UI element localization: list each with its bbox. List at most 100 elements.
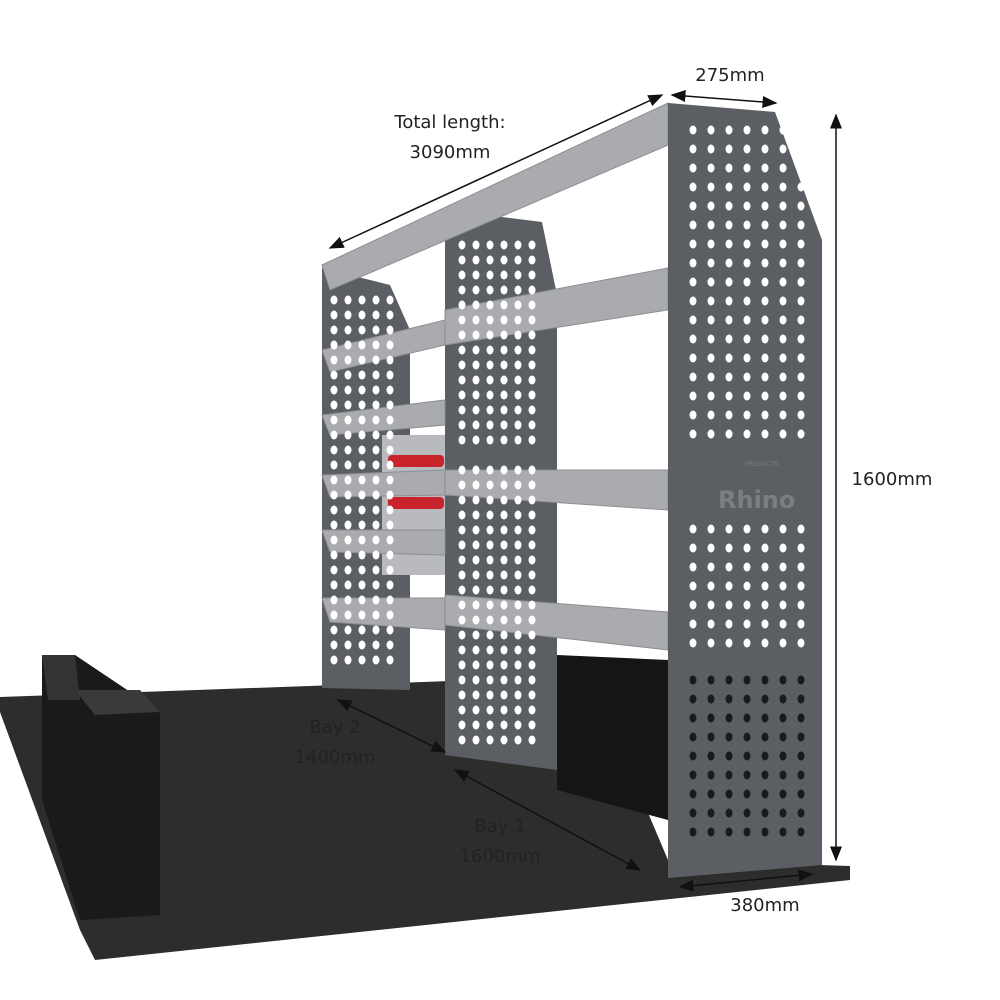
panel-hole	[472, 705, 480, 715]
panel-hole	[779, 353, 787, 363]
panel-hole	[528, 645, 536, 655]
panel-hole	[330, 430, 338, 440]
panel-hole	[797, 789, 805, 799]
panel-hole	[797, 239, 805, 249]
panel-hole	[689, 410, 697, 420]
panel-hole	[500, 585, 508, 595]
panel-hole	[707, 581, 715, 591]
panel-hole	[779, 694, 787, 704]
panel-hole	[458, 720, 466, 730]
panel-hole	[500, 675, 508, 685]
panel-hole	[458, 510, 466, 520]
panel-hole	[330, 460, 338, 470]
panel-hole	[707, 619, 715, 629]
panel-hole	[458, 705, 466, 715]
panel-hole	[500, 720, 508, 730]
panel-hole	[372, 430, 380, 440]
panel-hole	[486, 315, 494, 325]
panel-hole	[358, 610, 366, 620]
panel-hole	[386, 310, 394, 320]
panel-hole	[486, 645, 494, 655]
panel-hole	[458, 300, 466, 310]
panel-hole	[372, 415, 380, 425]
panel-hole	[761, 732, 769, 742]
panel-hole	[472, 375, 480, 385]
panel-hole	[458, 480, 466, 490]
panel-hole	[458, 660, 466, 670]
panel-hole	[528, 465, 536, 475]
panel-hole	[372, 505, 380, 515]
panel-hole	[458, 330, 466, 340]
panel-hole	[707, 144, 715, 154]
panel-hole	[797, 808, 805, 818]
panel-hole	[743, 334, 751, 344]
panel-hole	[500, 420, 508, 430]
panel-hole	[528, 405, 536, 415]
panel-hole	[707, 713, 715, 723]
panel-hole	[725, 220, 733, 230]
panel-hole	[358, 505, 366, 515]
panel-hole	[472, 675, 480, 685]
panel-hole	[707, 694, 715, 704]
panel-hole	[689, 675, 697, 685]
bay2-arrow	[336, 699, 447, 753]
panel-hole	[743, 675, 751, 685]
panel-hole	[725, 258, 733, 268]
panel-hole	[725, 675, 733, 685]
panel-hole	[386, 385, 394, 395]
panel-hole	[725, 353, 733, 363]
panel-hole	[725, 808, 733, 818]
panel-hole	[797, 694, 805, 704]
panel-hole	[486, 570, 494, 580]
panel-hole	[689, 353, 697, 363]
drawer-handle[interactable]	[388, 455, 444, 467]
panel-hole	[707, 296, 715, 306]
total-length-arrow	[328, 94, 664, 249]
panel-hole	[330, 490, 338, 500]
panel-hole	[330, 445, 338, 455]
panel-hole	[472, 465, 480, 475]
panel-hole	[725, 524, 733, 534]
panel-hole	[779, 524, 787, 534]
panel-hole	[797, 391, 805, 401]
panel-hole	[707, 372, 715, 382]
panel-hole	[779, 163, 787, 173]
panel-hole	[330, 535, 338, 545]
panel-hole	[514, 690, 522, 700]
panel-hole	[725, 789, 733, 799]
panel-hole	[707, 220, 715, 230]
drawer-handle[interactable]	[388, 497, 444, 509]
panel-hole	[386, 640, 394, 650]
panel-hole	[743, 543, 751, 553]
panel-hole	[528, 300, 536, 310]
panel-hole	[372, 445, 380, 455]
panel-hole	[689, 391, 697, 401]
panel-hole	[514, 285, 522, 295]
total-length-label: Total length:	[394, 112, 506, 133]
panel-hole	[743, 144, 751, 154]
panel-hole	[500, 390, 508, 400]
panel-hole	[372, 325, 380, 335]
panel-hole	[743, 638, 751, 648]
panel-hole	[472, 300, 480, 310]
panel-hole	[743, 619, 751, 629]
panel-hole	[743, 239, 751, 249]
panel-hole	[500, 435, 508, 445]
panel-hole	[358, 550, 366, 560]
panel-hole	[330, 610, 338, 620]
panel-hole	[743, 694, 751, 704]
panel-hole	[486, 405, 494, 415]
panel-hole	[528, 315, 536, 325]
panel-hole	[761, 239, 769, 249]
panel-hole	[372, 295, 380, 305]
panel-hole	[500, 570, 508, 580]
panel-hole	[707, 182, 715, 192]
panel-hole	[500, 510, 508, 520]
panel-hole	[358, 400, 366, 410]
panel-hole	[725, 334, 733, 344]
panel-hole	[358, 640, 366, 650]
panel-hole	[330, 400, 338, 410]
panel-hole	[528, 690, 536, 700]
panel-hole	[500, 300, 508, 310]
panel-hole	[372, 550, 380, 560]
